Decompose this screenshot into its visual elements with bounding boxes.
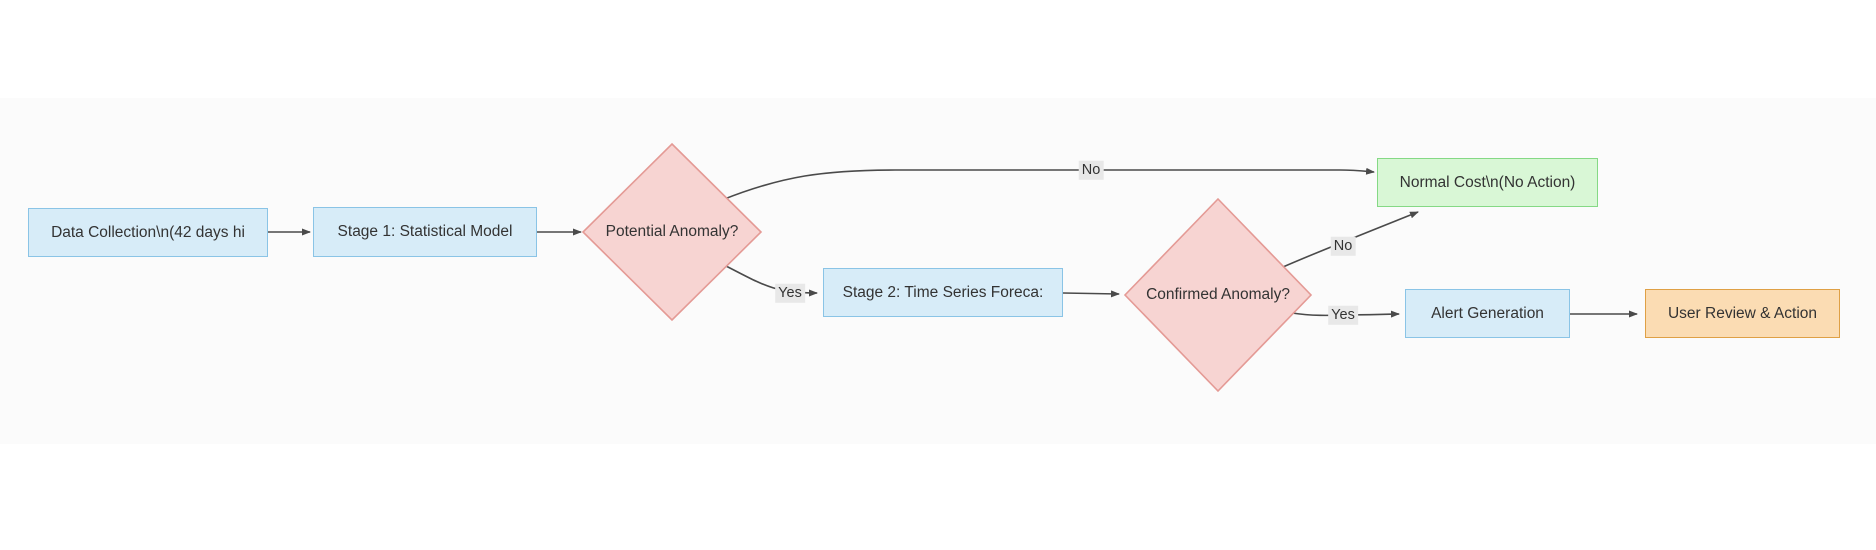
label-potential-anomaly: Potential Anomaly? (605, 223, 739, 240)
node-normal-cost: Normal Cost\n(No Action) (1377, 158, 1598, 207)
edge-label-no-top: No (1078, 160, 1104, 180)
edge-label-yes-alert: Yes (1328, 305, 1358, 325)
edge-stage2-to-confirmed-anomaly (1062, 290, 1120, 298)
node-data-collection: Data Collection\n(42 days hi (28, 208, 268, 257)
node-alert-generation: Alert Generation (1405, 289, 1570, 338)
edge-potential-anomaly-no-to-normal-cost (721, 167, 1375, 201)
diamond-potential-anomaly (581, 142, 763, 322)
edge-label-no-confirmed: No (1330, 236, 1356, 256)
edge-label-yes-stage2: Yes (775, 283, 805, 303)
node-stage2-time-series-forecast: Stage 2: Time Series Foreca: (823, 268, 1063, 317)
node-user-review-action: User Review & Action (1645, 289, 1840, 338)
node-stage1-statistical-model: Stage 1: Statistical Model (313, 207, 537, 257)
label-confirmed-anomaly: Confirmed Anomaly? (1146, 286, 1290, 303)
diamond-confirmed-anomaly (1123, 197, 1313, 393)
